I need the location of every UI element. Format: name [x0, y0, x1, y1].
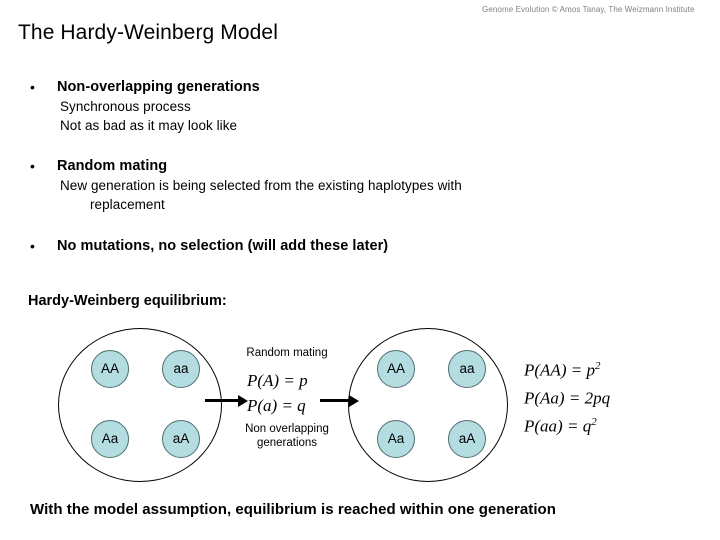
- equation-rhs: p: [586, 360, 595, 380]
- equation-genotype-AA: P(AA) = p2: [524, 354, 600, 383]
- bullet-heading: Non-overlapping generations: [57, 79, 260, 95]
- bullet-block-random-mating: • Random mating New generation is being …: [28, 157, 628, 214]
- hardy-weinberg-diagram: AA aa Aa aA AA aa Aa aA Random mating P(…: [0, 320, 720, 495]
- bullet-subline: replacement: [90, 197, 165, 212]
- population-circle-before: AA aa Aa aA: [58, 328, 222, 482]
- equation-exponent: 2: [594, 360, 601, 372]
- equation-exponent: 2: [591, 416, 597, 428]
- bullet-block-no-mutations: • No mutations, no selection (will add t…: [28, 237, 628, 256]
- bullet-marker-icon: •: [30, 158, 35, 174]
- equation-rhs: 2pq: [584, 388, 611, 408]
- equation-genotype-aa: P(aa) = q2: [524, 410, 597, 439]
- equation-lhs: P(Aa) =: [524, 388, 585, 408]
- allele-node: aa: [448, 350, 486, 388]
- bullet-subline: Not as bad as it may look like: [60, 118, 238, 133]
- bullet-subline: New generation is being selected from th…: [60, 178, 462, 193]
- bullet-heading: Random mating: [57, 158, 168, 174]
- population-circle-after: AA aa Aa aA: [348, 328, 508, 482]
- footer-conclusion: With the model assumption, equilibrium i…: [30, 501, 556, 518]
- non-overlapping-line-2: generations: [256, 437, 318, 449]
- header-credit: Genome Evolution © Amos Tanay, The Weizm…: [482, 5, 695, 14]
- allele-node: aA: [162, 420, 200, 458]
- allele-node: AA: [377, 350, 415, 388]
- bullet-marker-icon: •: [30, 238, 35, 254]
- allele-node: Aa: [91, 420, 129, 458]
- bullet-heading: No mutations, no selection (will add the…: [57, 238, 389, 254]
- bullet-row: • No mutations, no selection (will add t…: [28, 237, 628, 256]
- allele-node: AA: [91, 350, 129, 388]
- bullet-block-non-overlapping-generations: • Non-overlapping generations Synchronou…: [28, 78, 628, 135]
- equilibrium-label: Hardy-Weinberg equilibrium:: [28, 293, 227, 309]
- bullet-row: • Non-overlapping generations: [28, 78, 628, 97]
- page-title: The Hardy-Weinberg Model: [18, 21, 278, 44]
- equation-genotype-Aa: P(Aa) = 2pq: [524, 382, 610, 411]
- non-overlapping-generations-label: Non overlapping generations: [222, 422, 352, 450]
- allele-node: Aa: [377, 420, 415, 458]
- random-mating-label: Random mating: [246, 347, 328, 359]
- bullet-marker-icon: •: [30, 79, 35, 95]
- equation-rhs: q: [582, 416, 592, 436]
- equation-allele-a: P(a) = q: [247, 396, 306, 415]
- equation-allele-A: P(A) = p: [247, 371, 308, 390]
- equation-lhs: P(aa) =: [524, 416, 583, 436]
- bullet-row: • Random mating: [28, 157, 628, 176]
- arrow-right-icon: [320, 394, 359, 407]
- bullet-subline: Synchronous process: [60, 99, 191, 114]
- non-overlapping-line-1: Non overlapping: [245, 423, 329, 435]
- allele-node: aA: [448, 420, 486, 458]
- arrow-right-icon: [205, 394, 248, 407]
- equation-lhs: P(AA) =: [524, 360, 587, 380]
- allele-node: aa: [162, 350, 200, 388]
